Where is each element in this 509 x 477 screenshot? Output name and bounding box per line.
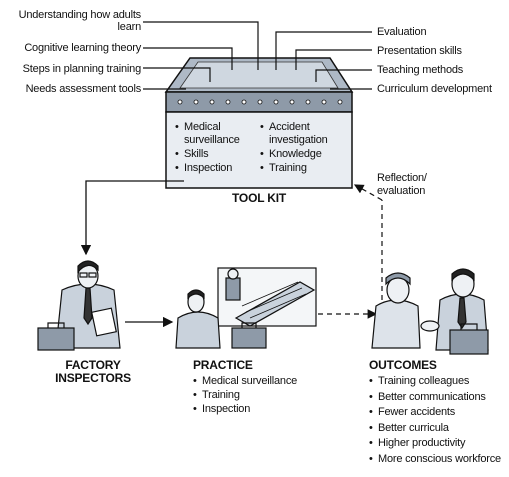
toolkit-label-needs-assessment: Needs assessment tools [25,83,142,95]
toolkit-item: Training [260,161,348,175]
toolkit-item: Knowledge [260,147,348,161]
toolkit-label-teaching-methods: Teaching methods [377,64,464,76]
practice-title: PRACTICE [193,358,253,372]
toolkit-box-items-left: Medical surveillance Skills Inspection [175,121,257,175]
list-item: Fewer accidents [369,405,501,421]
arrow-toolkit-to-inspectors [80,180,184,256]
practice-list: Medical surveillance Training Inspection [193,374,297,416]
practice-scene-icon [175,267,317,349]
toolkit-label-curriculum-development: Curriculum development [377,83,492,95]
toolkit-leaders-right [275,31,372,90]
list-item: More conscious workforce [369,452,501,468]
outcomes-title: OUTCOMES [369,358,437,372]
toolkit-label-adult-learning: Understanding how adults learn [18,9,142,33]
toolkit-box-items-right: Accident investigation Knowledge Trainin… [260,121,348,175]
toolkit-title: TOOL KIT [232,191,286,205]
list-item: Better communications [369,390,501,406]
factory-inspectors-title: FACTORY INSPECTORS [55,358,131,385]
list-item: Inspection [193,402,297,416]
list-item: Medical surveillance [193,374,297,388]
handshake-figures-icon [371,268,489,355]
toolkit-label-evaluation: Evaluation [377,26,427,38]
toolkit-label-presentation-skills: Presentation skills [377,45,462,57]
toolkit-item: Medical surveillance [175,121,257,147]
list-item: Better curricula [369,421,501,437]
toolkit-label-planning-steps: Steps in planning training [22,63,142,75]
toolkit-leaders-left [143,21,259,90]
toolkit-item: Inspection [175,161,257,175]
toolkit-item: Skills [175,147,257,161]
inspector-figure-icon [37,260,121,351]
toolkit-label-cognitive-theory: Cognitive learning theory [24,42,141,54]
outcomes-list: Training colleagues Better communication… [369,374,501,467]
toolkit-item: Accident investigation [260,121,348,147]
feedback-label: Reflection/ evaluation [377,172,427,197]
list-item: Training [193,388,297,402]
list-item: Training colleagues [369,374,501,390]
list-item: Higher productivity [369,436,501,452]
